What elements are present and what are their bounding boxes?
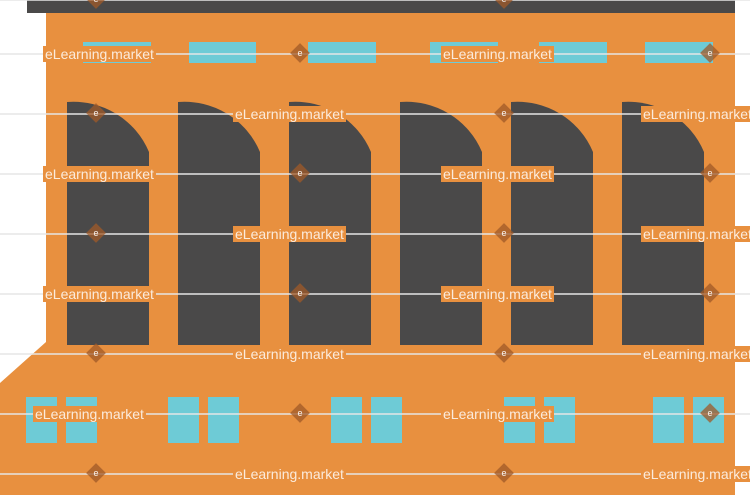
lower-window	[544, 397, 575, 443]
lower-window	[208, 397, 239, 443]
arched-window	[67, 101, 149, 345]
roof-strip	[27, 0, 735, 13]
upper-window	[189, 42, 256, 63]
lower-window	[331, 397, 362, 443]
upper-window	[645, 42, 713, 63]
arched-window	[178, 101, 260, 345]
upper-window	[539, 42, 607, 63]
arched-window	[511, 101, 593, 345]
arched-window	[622, 101, 704, 346]
arched-window	[289, 101, 371, 345]
arched-window	[400, 101, 482, 345]
arched-window-row	[67, 101, 704, 346]
upper-window	[83, 42, 151, 63]
lower-window	[504, 397, 535, 443]
lower-window	[371, 397, 402, 443]
lower-window-row	[26, 397, 724, 443]
upper-window	[308, 42, 376, 63]
lower-window	[653, 397, 684, 443]
upper-window	[430, 42, 498, 63]
lower-window	[26, 397, 57, 443]
lower-window	[66, 397, 97, 443]
lower-window	[693, 397, 724, 443]
lower-window	[168, 397, 199, 443]
